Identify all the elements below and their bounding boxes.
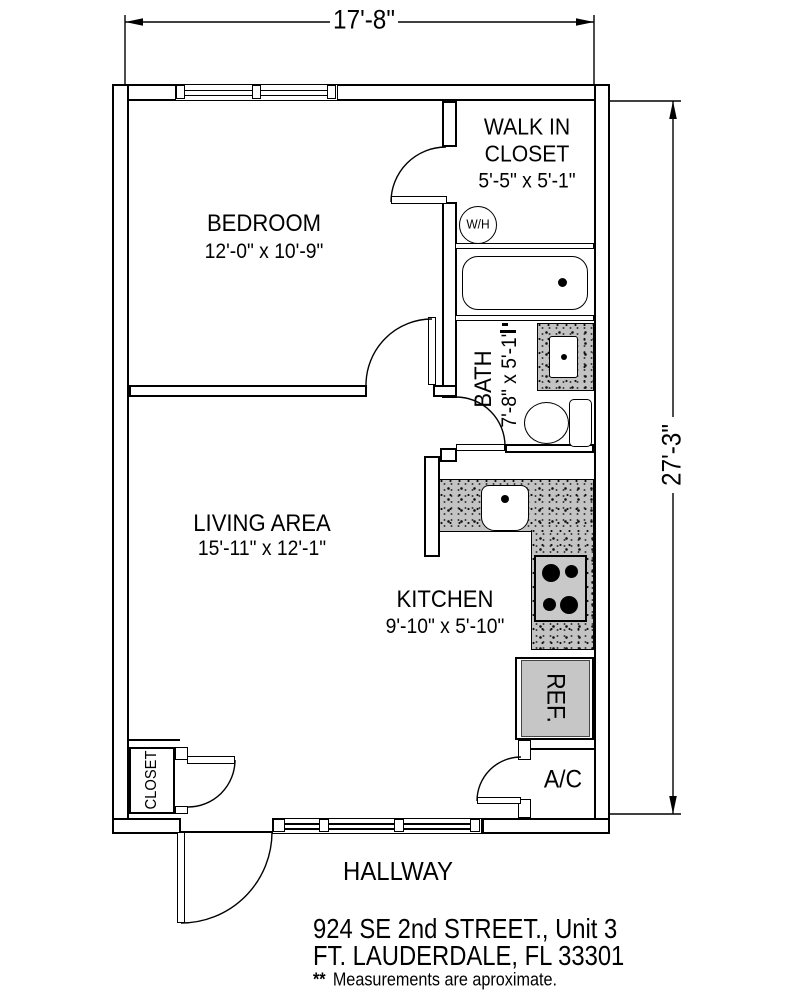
tub-faucet-mark [500, 330, 516, 333]
walkin-closet-label: WALK IN CLOSET 5'-5" x 5'-1" [478, 114, 575, 195]
footnote-text: Measurements are aproximate. [332, 969, 558, 990]
entry-door-leaf [177, 832, 185, 923]
kitchen-sink-drain [501, 495, 509, 503]
wall-bedroom-closet-upper [442, 101, 457, 147]
living-area-label: LIVING AREA 15'-11" x 12'-1" [193, 511, 330, 561]
refrigerator-label: REF. [541, 673, 570, 723]
bathtub-drain [558, 278, 567, 287]
wall-left [112, 84, 129, 834]
footnote-marker: ** [313, 969, 326, 990]
wall-tub-bath-divider [455, 315, 594, 321]
walkin-closet-door-arc [390, 146, 447, 203]
bath-sink-drain [561, 354, 567, 360]
kitchen-label: KITCHEN 9'-10" x 5'-10" [386, 586, 505, 640]
window-bottom-mullion [394, 819, 404, 832]
closet-door-arc [187, 759, 236, 808]
bedroom-door-arc [365, 318, 433, 386]
toilet-tank [569, 399, 592, 447]
window-bottom-glass-line [273, 823, 480, 825]
ac-label: A/C [543, 765, 583, 794]
walkin-closet-name-line2: CLOSET [484, 140, 570, 167]
bedroom-size: 12'-0" x 10'-9" [204, 240, 324, 263]
ac-door-leaf [477, 797, 521, 804]
ac-jamb-top [518, 740, 531, 760]
walkin-closet-door-leaf [391, 196, 447, 204]
wall-closet-tub-divider [455, 243, 594, 249]
walkin-closet-name-line1: WALK IN [483, 113, 571, 140]
window-bottom-mullion [319, 819, 329, 832]
bath-size: 7'-8" x 5'-1" [498, 330, 521, 428]
address-line2: FT. LAUDERDALE, FL 33301 [313, 939, 625, 971]
measurements-footnote: ** Measurements are aproximate. [313, 970, 557, 991]
entry-door-arc [180, 831, 273, 924]
closet-jamb-bottom [175, 806, 188, 814]
bathtub [462, 256, 588, 310]
ac-jamb-bottom [518, 799, 531, 818]
dim-height-label: 27'-3" [656, 424, 687, 486]
wall-bottom-left [112, 818, 181, 834]
kitchen-name: KITCHEN [396, 586, 494, 613]
living-area-name: LIVING AREA [193, 510, 331, 537]
living-area-size: 15'-11" x 12'-1" [197, 537, 327, 560]
toilet-bowl [524, 402, 569, 444]
closet-box [129, 747, 175, 814]
tub-faucet-mark [502, 323, 508, 326]
closet-jamb-top [175, 747, 188, 760]
stove-burner [542, 564, 560, 582]
water-heater-label: W/H [466, 216, 490, 232]
address-line1: 924 SE 2nd STREET., Unit 3 [313, 912, 618, 944]
window-top-mullion [176, 85, 185, 99]
hallway-label: HALLWAY [343, 856, 453, 887]
closet-door-leaf [187, 756, 235, 764]
window-bottom [272, 818, 482, 834]
bath-name: BATH [470, 350, 497, 408]
wall-right [594, 84, 610, 834]
closet-label: CLOSET [142, 750, 160, 810]
ac-top-line [531, 748, 594, 750]
refrigerator [515, 657, 594, 740]
window-bottom-glass-line [273, 828, 480, 830]
wall-bottom-right [482, 818, 610, 834]
entry-threshold-line [181, 831, 272, 833]
window-top [175, 84, 338, 101]
dim-right-arrow-bottom [669, 796, 677, 814]
stove-burner [560, 596, 578, 614]
wall-kitchen-step [440, 448, 457, 462]
kitchen-size: 9'-10" x 5'-10" [385, 615, 505, 638]
stove [534, 555, 587, 622]
dim-right-arrow-top [669, 101, 677, 119]
wall-bedroom-south [129, 385, 367, 397]
bath-door-leaf [456, 444, 505, 451]
window-bottom-mullion [470, 819, 480, 832]
window-top-mullion [252, 85, 261, 99]
water-heater-circle [459, 206, 497, 244]
dim-top-arrow-right [576, 18, 594, 26]
wall-bedroom-south-stub [433, 385, 457, 397]
kitchen-sink [481, 485, 529, 531]
closet-top-line [129, 739, 180, 741]
bath-label: BATH 7'-8" x 5'-1" [470, 330, 523, 428]
stove-burner [565, 565, 578, 578]
window-top-mullion [327, 85, 336, 99]
wall-bath-south [505, 444, 594, 453]
stove-burner [543, 598, 556, 611]
refrigerator-body [521, 660, 590, 737]
window-bottom-mullion [273, 819, 285, 832]
bedroom-label: BEDROOM 12'-0" x 10'-9" [205, 210, 324, 266]
bedroom-door-leaf [428, 317, 436, 385]
ac-door-arc [476, 756, 522, 802]
wall-kitchen-stub [424, 456, 440, 557]
dim-top-arrow-left [125, 18, 143, 26]
walkin-closet-size: 5'-5" x 5'-1" [478, 169, 576, 193]
bedroom-name: BEDROOM [206, 210, 322, 237]
wall-bedroom-bath-lower [442, 202, 457, 398]
dim-width-label: 17'-8" [333, 4, 395, 35]
